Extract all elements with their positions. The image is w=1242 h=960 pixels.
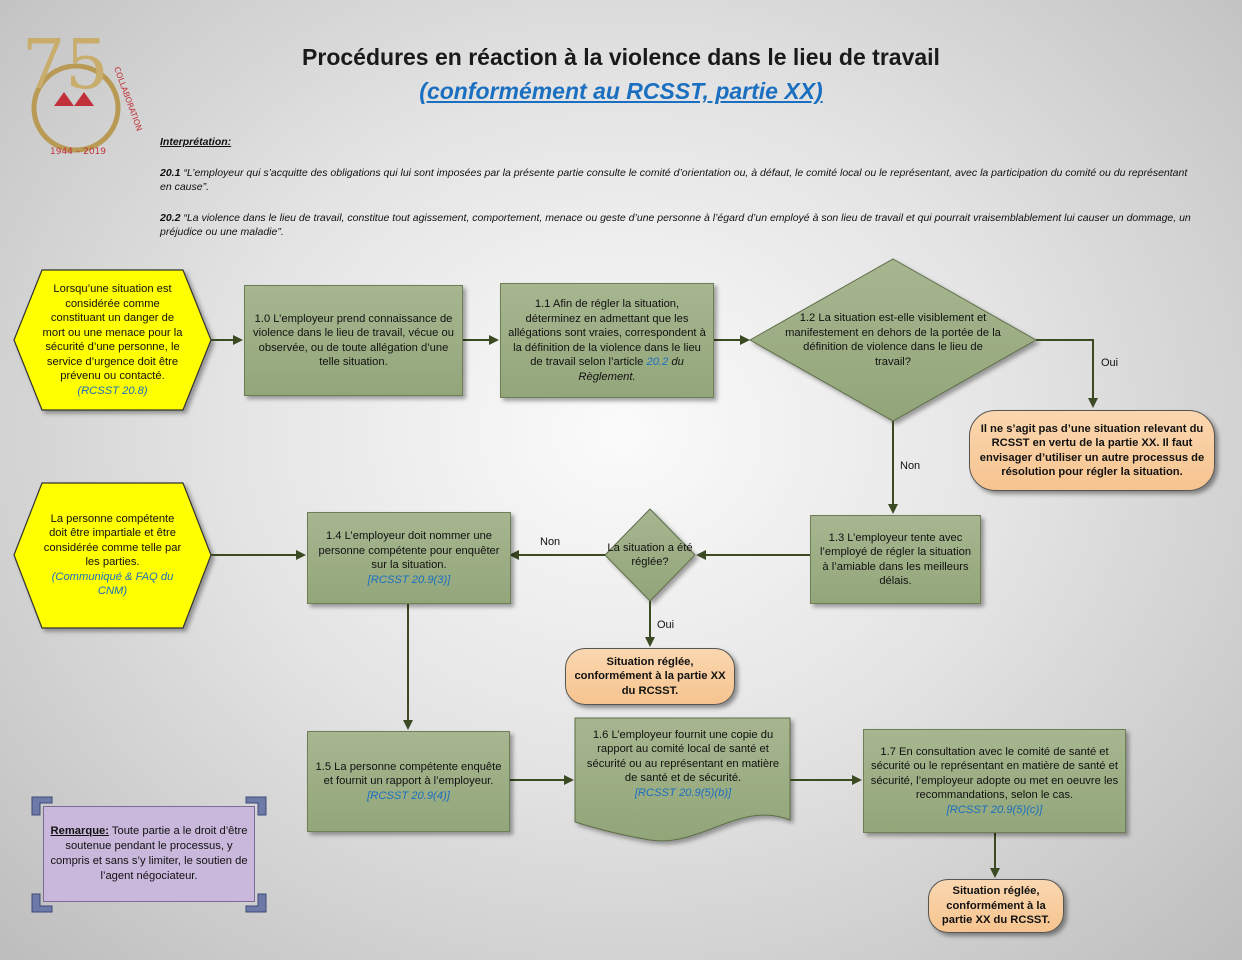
anniversary-logo: 75 1944 – 2019 COLLABORATION [22, 26, 144, 157]
page-title: Procédures en réaction à la violence dan… [302, 44, 940, 70]
hexagon-competent-person-ref: (Communiqué & FAQ du CNM) [51, 570, 174, 598]
paragraph-20-2-text: “La violence dans le lieu de travail, co… [160, 212, 1191, 238]
paragraph-20-1-text: “L’employeur qui s’acquitte des obligati… [160, 167, 1188, 193]
step-1-0-text: 1.0 L’employeur prend connaissance de vi… [253, 312, 454, 369]
logo-number: 75 [22, 26, 109, 105]
remark-label: Remarque: [50, 825, 109, 837]
hexagon-emergency-text: Lorsqu’une situation est considérée comm… [42, 272, 183, 408]
step-1-7-text: 1.7 En consultation avec le comité de sa… [870, 745, 1119, 802]
remark-text: Toute partie a le droit d’être soutenue … [50, 825, 248, 882]
outcome-resolved-2-text: Situation réglée, conformément à la part… [941, 885, 1051, 927]
step-1-4-text: 1.4 L’employeur doit nommer une personne… [318, 530, 500, 571]
outcome-not-part-xx-text: Il ne s’agit pas d’une situation relevan… [979, 422, 1205, 479]
diamond-1-2-text: 1.2 La situation est-elle visiblement et… [785, 312, 1001, 368]
step-1-4-ref: [RCSST 20.9(3)] [367, 573, 451, 586]
paragraph-20-2-number: 20.2 [160, 212, 181, 224]
hexagon-competent-person [13, 482, 212, 629]
outcome-resolved-1: Situation réglée, conformément à la part… [565, 648, 735, 705]
document-1-6 [574, 717, 791, 842]
remark-note: Remarque: Toute partie a le droit d’être… [43, 806, 255, 902]
hexagon-emergency-ref: (RCSST 20.8) [77, 384, 148, 397]
step-1-1: 1.1 Afin de régler la situation, détermi… [500, 283, 714, 398]
step-1-6: 1.6 L’employeur fournit une copie du rap… [578, 722, 788, 806]
step-1-1-text-end: du Règlement. [578, 356, 684, 383]
note-frame-arrows [31, 796, 267, 913]
logo-emblem-icon [54, 92, 94, 106]
page-subtitle: (conformément au RCSST, partie XX) [419, 78, 823, 104]
step-1-5: 1.5 La personne compétente enquête et fo… [307, 731, 510, 832]
outcome-resolved-2: Situation réglée, conformément à la part… [928, 879, 1064, 933]
label-no-1-2: Non [900, 460, 921, 472]
logo-years: 1944 – 2019 [50, 147, 106, 157]
step-1-1-link: 20.2 [646, 356, 669, 368]
hexagon-emergency-body: Lorsqu’une situation est considérée comm… [42, 283, 183, 382]
step-1-6-text: 1.6 L’employeur fournit une copie du rap… [586, 728, 780, 785]
step-1-6-ref: [RCSST 20.9(5)(b)] [634, 786, 732, 799]
label-yes-resolved: Oui [657, 619, 675, 631]
hexagon-emergency [13, 269, 212, 411]
step-1-5-text: 1.5 La personne compétente enquête et fo… [315, 760, 502, 788]
paragraph-20-1: 20.1 “L’employeur qui s’acquitte des obl… [160, 166, 1200, 194]
paragraph-20-2: 20.2 “La violence dans le lieu de travai… [160, 211, 1200, 239]
label-yes-1-2: Oui [1101, 357, 1119, 369]
step-1-7: 1.7 En consultation avec le comité de sa… [863, 729, 1126, 833]
step-1-3-text: 1.3 L’employeur tente avec l’employé de … [819, 531, 972, 588]
step-1-5-ref: [RCSST 20.9(4)] [367, 789, 450, 802]
label-no-resolved: Non [540, 536, 561, 548]
interpretation-heading: Interprétation: [160, 136, 232, 148]
step-1-0: 1.0 L’employeur prend connaissance de vi… [244, 285, 463, 396]
step-1-4: 1.4 L’employeur doit nommer une personne… [307, 512, 511, 604]
arrow-1-2-yes [1036, 339, 1098, 408]
hexagon-competent-person-text: La personne compétente doit être imparti… [42, 486, 183, 624]
step-1-7-ref: [RCSST 20.9(5)(c)] [946, 803, 1043, 816]
paragraph-20-1-number: 20.1 [160, 167, 181, 179]
outcome-not-part-xx: Il ne s’agit pas d’une situation relevan… [969, 410, 1215, 491]
step-1-3: 1.3 L’employeur tente avec l’employé de … [810, 515, 981, 604]
diamond-resolved-text: La situation a été réglée? [607, 541, 693, 569]
hexagon-competent-person-body: La personne compétente doit être imparti… [43, 512, 182, 569]
step-1-1-text: 1.1 Afin de régler la situation, détermi… [508, 298, 706, 368]
outcome-resolved-1-text: Situation réglée, conformément à la part… [574, 655, 726, 697]
